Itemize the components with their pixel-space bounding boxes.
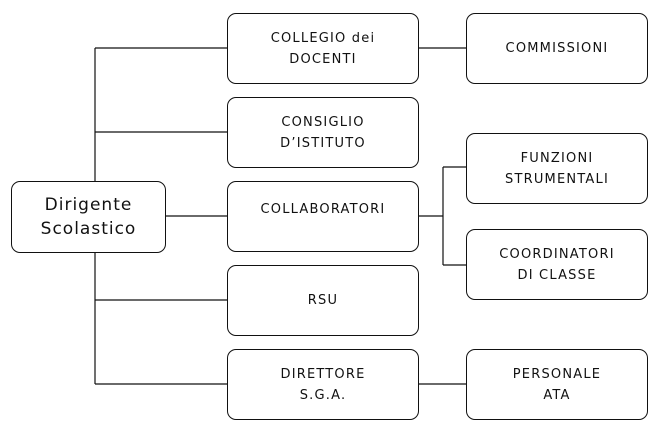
personale-ata-box: PERSONALE ATA [466,349,648,420]
collegio-docenti-label: COLLEGIO dei DOCENTI [270,30,376,67]
consiglio-istituto-label: CONSIGLIO D’ISTITUTO [280,114,366,151]
dirigente-scolastico-box: Dirigente Scolastico [11,181,166,253]
consiglio-istituto-box: CONSIGLIO D’ISTITUTO [227,97,419,168]
coordinatori-classe-label: COORDINATORI DI CLASSE [499,246,615,283]
funzioni-strumentali-box: FUNZIONI STRUMENTALI [466,133,648,204]
personale-ata-label: PERSONALE ATA [512,366,602,403]
commissioni-box: COMMISSIONI [466,13,648,84]
collegio-docenti-box: COLLEGIO dei DOCENTI [227,13,419,84]
direttore-sga-label: DIRETTORE S.G.A. [280,366,366,403]
direttore-sga-box: DIRETTORE S.G.A. [227,349,419,420]
rsu-box: RSU [227,265,419,336]
collaboratori-label: COLLABORATORI [260,202,386,217]
rsu-label: RSU [307,293,339,308]
dirigente-scolastico-label: Dirigente Scolastico [40,195,137,239]
commissioni-label: COMMISSIONI [505,41,609,56]
coordinatori-classe-box: COORDINATORI DI CLASSE [466,229,648,300]
funzioni-strumentali-label: FUNZIONI STRUMENTALI [505,150,609,187]
collaboratori-box: COLLABORATORI [227,181,419,252]
